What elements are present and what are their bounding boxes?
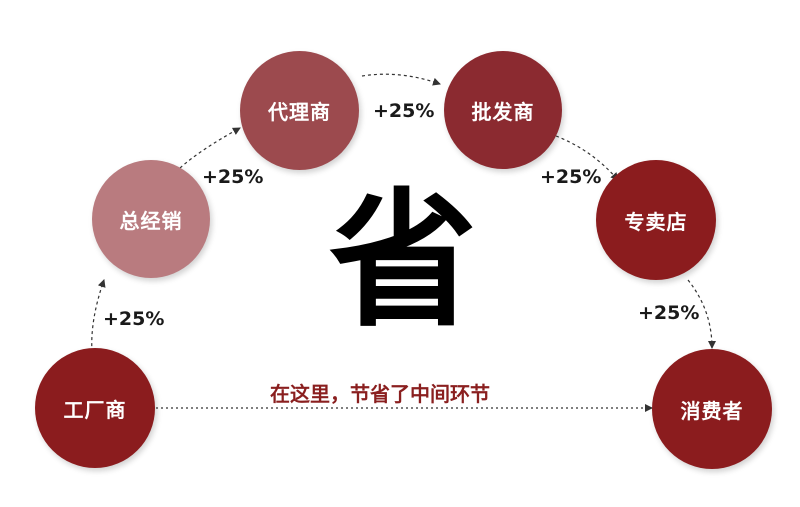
markup-label-2: +25% <box>202 166 264 188</box>
center-character: 省 <box>329 175 477 347</box>
node-agent: 代理商 <box>240 51 359 170</box>
node-wholesaler: 批发商 <box>444 51 562 169</box>
arrow-agent-to-wholesaler <box>361 73 441 86</box>
node-wholesaler-label: 批发商 <box>471 99 535 124</box>
arrow-distributor-to-agent <box>179 127 241 169</box>
node-store: 专卖店 <box>596 160 716 280</box>
node-consumer-label: 消费者 <box>680 398 744 423</box>
markup-label-1: +25% <box>103 308 165 330</box>
node-factory: 工厂商 <box>35 348 155 468</box>
node-distributor-label: 总经销 <box>119 208 183 233</box>
node-consumer: 消费者 <box>652 349 772 469</box>
node-distributor: 总经销 <box>92 160 210 278</box>
markup-label-4: +25% <box>540 166 602 188</box>
node-factory-label: 工厂商 <box>63 397 127 422</box>
arrow-wholesaler-to-store <box>555 135 619 181</box>
markup-label-5: +25% <box>638 302 700 324</box>
arrow-factory-to-distributor <box>91 279 106 353</box>
node-store-label: 专卖店 <box>624 209 688 234</box>
node-agent-label: 代理商 <box>268 100 331 124</box>
slogan-text: 在这里，节省了中间环节 <box>270 382 490 406</box>
arrow-store-to-consumer <box>687 279 716 349</box>
markup-label-3: +25% <box>373 100 435 122</box>
